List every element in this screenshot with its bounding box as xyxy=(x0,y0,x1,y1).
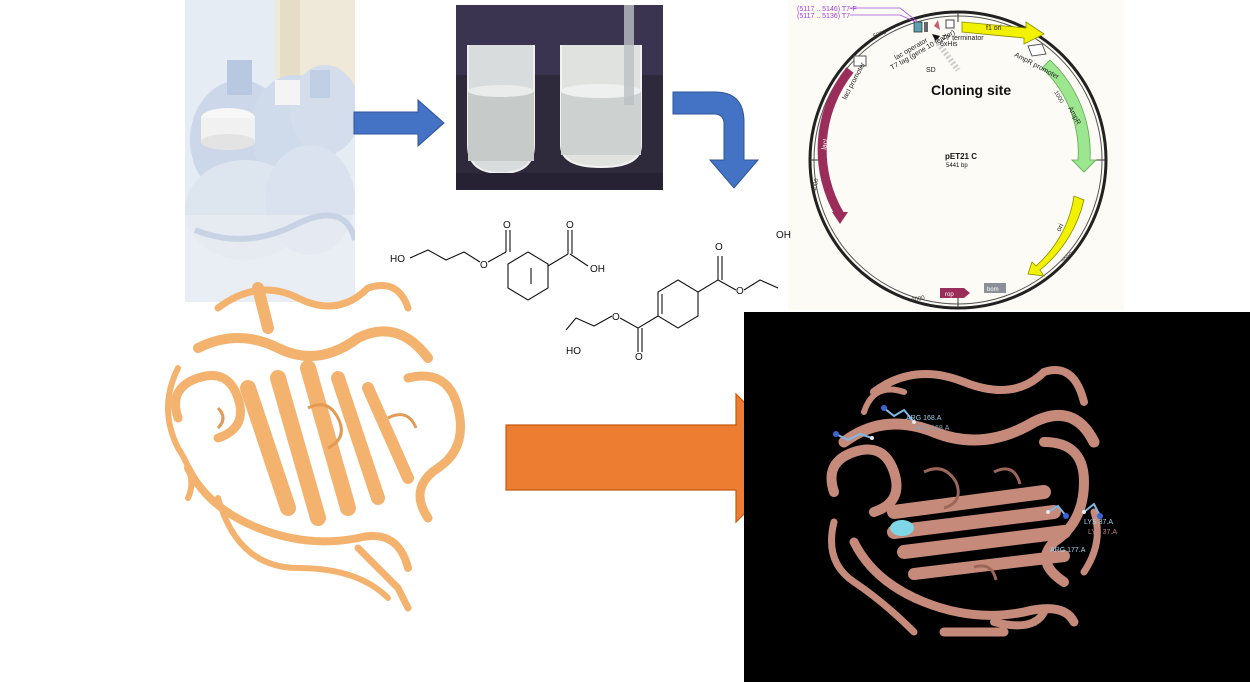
bom-label: bom xyxy=(987,287,999,293)
mol-left-o2: O xyxy=(503,220,511,231)
residue-label-5: LYS 37.A xyxy=(1088,529,1117,536)
mol-left-o1: O xyxy=(480,260,488,271)
primer-label-2: (5117 .. 5136) T7 xyxy=(797,13,850,20)
tick-3000: 3000 xyxy=(911,295,926,304)
ori-label: ori xyxy=(1056,222,1066,233)
residue-label-2: ARG 168.A xyxy=(914,425,950,432)
protein-structure-panel: ARG 168.A ARG 168.A LYS 37.A ARG 177.A L… xyxy=(744,312,1250,682)
rop-label: rop xyxy=(945,292,954,298)
residue-label-4: ARG 177.A xyxy=(1050,547,1086,554)
mol-left-ho: HO xyxy=(390,254,405,265)
plasmid-map: (5117 .. 5146) T7-F (5117 .. 5136) T7 T7… xyxy=(788,0,1124,310)
plasmid-size: 5441 bp xyxy=(946,163,968,169)
mol-right-o4: O xyxy=(635,352,643,360)
mol-right-o1: O xyxy=(715,242,723,253)
primer-label-1: (5117 .. 5146) T7-F xyxy=(797,6,857,13)
tick-4000: 4000 xyxy=(812,178,820,193)
t7-terminator-label: T7 terminator xyxy=(942,35,984,42)
blue-bent-arrow xyxy=(672,91,760,189)
mol-right-o2: O xyxy=(736,286,744,297)
mol-right-o3: O xyxy=(612,312,620,323)
mol-left-oh: OH xyxy=(590,264,605,275)
his-tag-label: 6xHis xyxy=(940,41,958,48)
mol-left-o3: O xyxy=(566,220,574,231)
vials-photo xyxy=(456,5,663,190)
blue-arrow-right xyxy=(353,98,445,148)
cloning-site-label: Cloning site xyxy=(931,82,1011,98)
residue-label-1: ARG 168.A xyxy=(906,415,942,422)
protein-ribbon-left xyxy=(165,282,465,612)
water-bottles-photo xyxy=(185,0,355,302)
sd-label: SD xyxy=(926,67,936,74)
mol-right-oh: OH xyxy=(776,230,791,241)
laci-label: lacI xyxy=(821,138,830,150)
plasmid-name: pET21 C xyxy=(945,152,977,161)
residue-label-3: LYS 37.A xyxy=(1084,519,1113,526)
mol-right-ho: HO xyxy=(566,346,581,357)
tick-5000: 5000 xyxy=(873,29,888,39)
chemical-structures: HO O O O OH O O OH O O HO xyxy=(390,220,791,360)
f1-ori-label: f1 ori xyxy=(986,25,1002,32)
